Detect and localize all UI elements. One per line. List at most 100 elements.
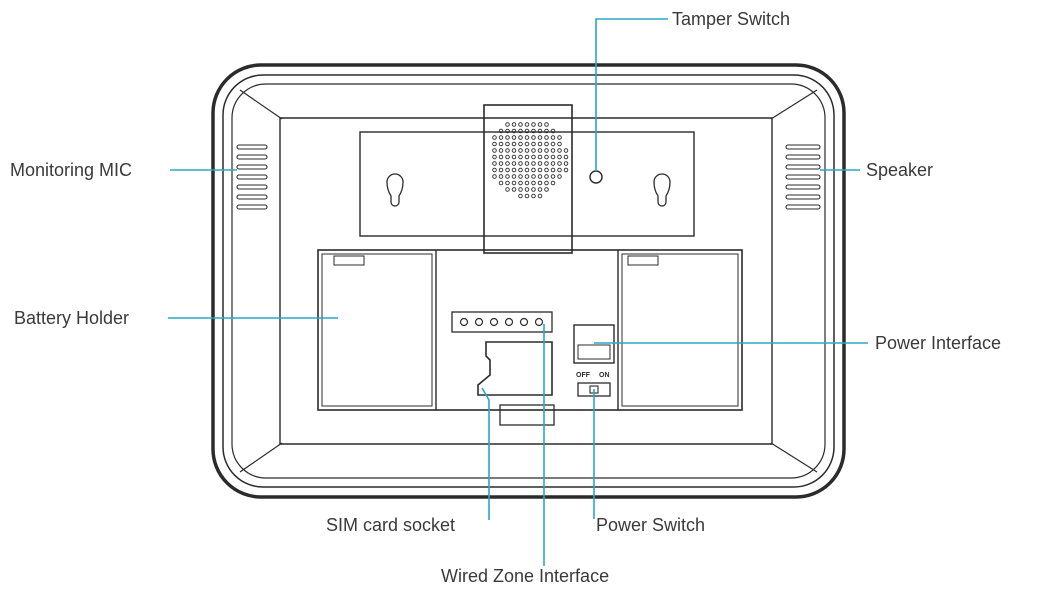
grille-hole	[524, 128, 530, 134]
grille-hole	[544, 161, 549, 166]
grille-hole	[511, 174, 517, 179]
grille-hole	[505, 148, 510, 153]
grille-hole	[550, 180, 556, 186]
grille-hole	[550, 167, 556, 173]
grille-hole	[511, 180, 517, 186]
sim-socket	[477, 341, 553, 396]
grille-hole	[505, 141, 510, 147]
grille-hole	[531, 148, 536, 153]
device-housing	[211, 63, 846, 499]
grille-hole	[537, 167, 543, 173]
grille-hole	[498, 135, 504, 140]
grille-hole	[498, 180, 504, 186]
grille-hole	[563, 154, 569, 160]
grille-hole	[544, 154, 549, 160]
grille-hole	[524, 167, 530, 173]
grille-hole	[511, 148, 517, 153]
speaker-label: Speaker	[866, 160, 933, 180]
grille-hole	[505, 128, 510, 134]
grille-hole	[511, 141, 517, 147]
switch-off-label: OFF	[576, 372, 591, 379]
grille-hole	[531, 128, 536, 134]
grille-hole	[518, 167, 523, 173]
grille-hole	[537, 148, 543, 153]
grille-hole	[518, 161, 523, 166]
speaker-vents	[785, 144, 821, 210]
grille-hole	[537, 161, 543, 166]
grille-hole	[563, 167, 569, 173]
grille-hole	[531, 174, 536, 179]
sim-card-socket-label: SIM card socket	[326, 515, 455, 535]
grille-hole	[537, 180, 543, 186]
grille-hole	[492, 174, 497, 179]
leader-lines	[168, 18, 868, 566]
grille-hole	[518, 141, 523, 147]
grille-hole	[544, 187, 549, 192]
grille-hole	[492, 167, 497, 173]
grille-hole	[550, 161, 556, 166]
grille-hole	[511, 167, 517, 173]
grille-hole	[531, 180, 536, 186]
grille-hole	[557, 167, 562, 173]
grille-hole	[544, 167, 549, 173]
battery-compartment	[317, 249, 743, 426]
grille-hole	[550, 154, 556, 160]
grille-hole	[505, 135, 510, 140]
grille-hole	[544, 135, 549, 140]
grille-hole	[524, 141, 530, 147]
grille-hole	[544, 141, 549, 147]
grille-hole	[537, 128, 543, 134]
grille-hole	[511, 161, 517, 166]
grille-hole	[524, 180, 530, 186]
grille-hole	[524, 122, 530, 127]
grille-hole	[518, 187, 523, 192]
mic-vents	[236, 144, 268, 210]
grille-hole	[492, 154, 497, 160]
grille-hole	[518, 148, 523, 153]
grille-hole	[498, 161, 504, 166]
grille-hole	[518, 174, 523, 179]
keyhole-left-icon	[386, 173, 404, 207]
power-jack	[573, 324, 615, 364]
grille-hole	[550, 148, 556, 153]
grille-hole	[537, 174, 543, 179]
power-switch: OFF ON	[576, 372, 611, 397]
grille-hole	[498, 148, 504, 153]
grille-hole	[557, 154, 562, 160]
grille-hole	[511, 154, 517, 160]
grille-hole	[537, 154, 543, 160]
grille-hole	[531, 141, 536, 147]
grille-hole	[511, 135, 517, 140]
grille-hole	[544, 128, 549, 134]
grille-hole	[505, 180, 510, 186]
grille-hole	[524, 135, 530, 140]
grille-hole	[505, 174, 510, 179]
grille-hole	[518, 154, 523, 160]
leader-sim-card-socket	[481, 387, 490, 520]
grille-hole	[537, 122, 543, 127]
grille-hole	[511, 128, 517, 134]
grille-hole	[498, 167, 504, 173]
grille-hole	[557, 148, 562, 153]
grille-hole	[537, 141, 543, 147]
grille-hole	[524, 148, 530, 153]
grille-hole	[492, 135, 497, 140]
grille-hole	[531, 154, 536, 160]
grille-hole	[518, 128, 523, 134]
grille-hole	[511, 122, 517, 127]
grille-hole	[531, 135, 536, 140]
grille-hole	[531, 167, 536, 173]
power-interface-label: Power Interface	[875, 333, 1001, 353]
grille-hole	[557, 174, 562, 179]
grille-hole	[505, 154, 510, 160]
grille-hole	[518, 193, 523, 199]
tamper-switch-label: Tamper Switch	[672, 9, 790, 29]
grille-hole	[518, 122, 523, 127]
grille-hole	[550, 174, 556, 179]
grille-hole	[544, 122, 549, 127]
grille-hole	[492, 148, 497, 153]
wired-zone-interface-label: Wired Zone Interface	[441, 566, 609, 586]
grille-hole	[518, 135, 523, 140]
grille-hole	[524, 161, 530, 166]
